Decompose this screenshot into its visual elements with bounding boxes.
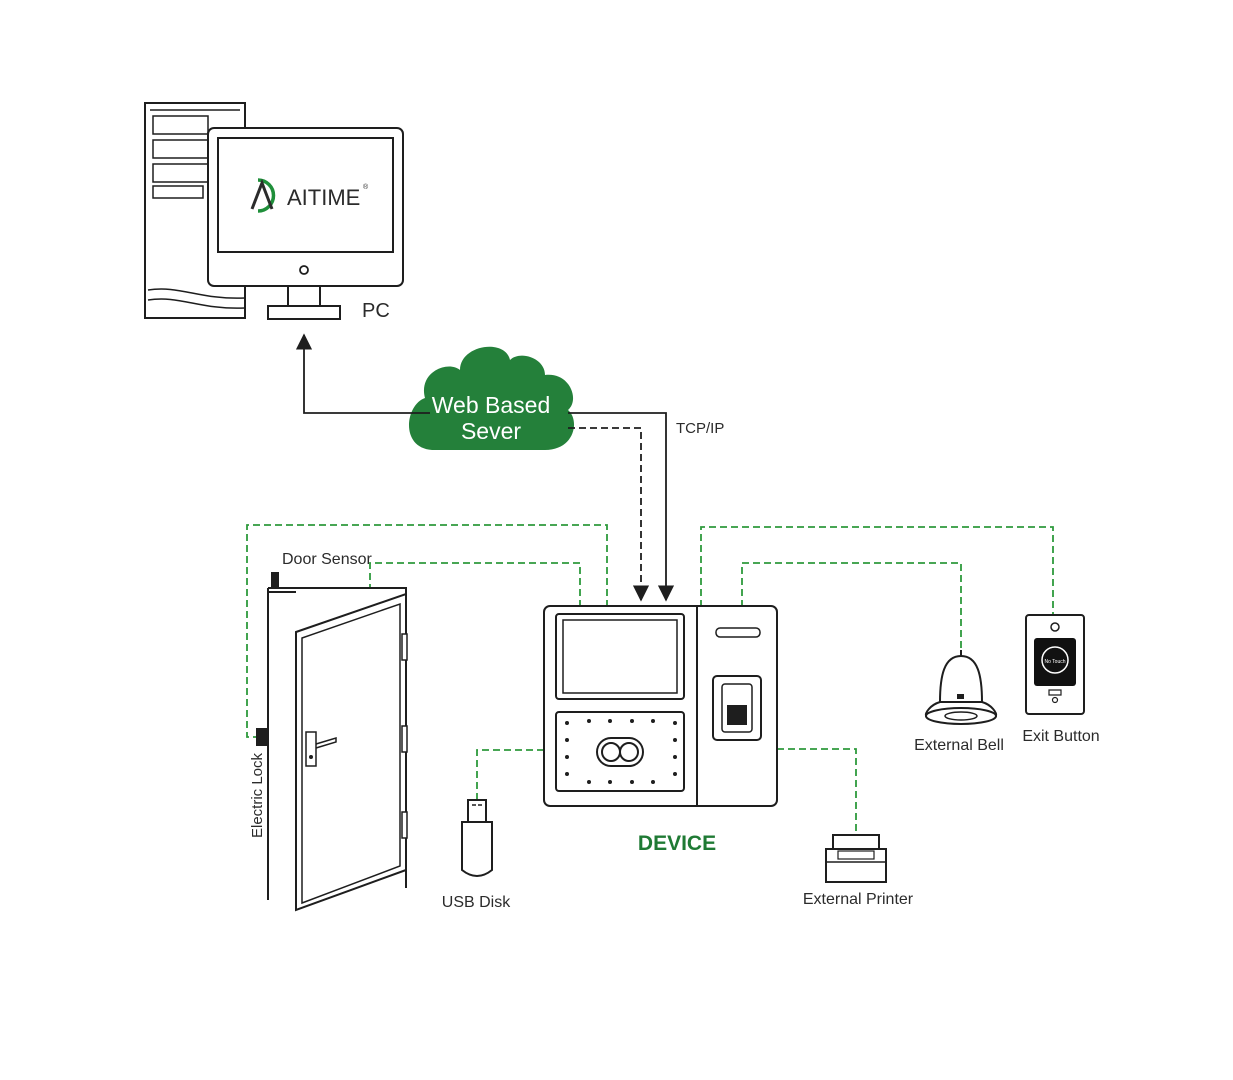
electric-lock-icon — [256, 728, 268, 746]
external-bell-label: External Bell — [914, 737, 1004, 754]
usb-disk-icon — [461, 799, 493, 877]
exit-button-label: Exit Button — [1022, 728, 1099, 745]
cloud-to-device-dashed-link — [568, 427, 650, 602]
brand-name: AITIME — [287, 185, 360, 210]
printer-icon — [825, 834, 887, 883]
tcpip-label: TCP/IP — [676, 420, 724, 437]
door-icon — [267, 587, 408, 912]
exit-button-face-label: No Touch — [1044, 659, 1065, 665]
device-terminal-icon — [543, 605, 778, 807]
cloud-label-line2: Sever — [461, 418, 521, 444]
door-sensor-label: Door Sensor — [282, 551, 372, 568]
usb-disk-label: USB Disk — [442, 894, 511, 911]
door-sensor-wire — [369, 562, 581, 607]
cloud-to-pc-link — [295, 333, 430, 414]
exit-button-icon: No Touch — [1025, 614, 1085, 715]
trademark-mark: ® — [363, 183, 369, 191]
electric-lock-label: Electric Lock — [249, 752, 266, 838]
door-sensor-icon — [271, 572, 279, 588]
bell-wire — [741, 562, 962, 650]
exit-button-wire — [700, 526, 1054, 615]
bell-icon — [924, 650, 998, 725]
external-printer-label: External Printer — [803, 891, 914, 908]
printer-wire — [777, 748, 857, 835]
electric-lock-wire — [246, 524, 608, 738]
cloud-icon — [408, 346, 575, 450]
monitor-icon — [207, 127, 404, 320]
device-label: DEVICE — [638, 832, 716, 855]
pc-label: PC — [362, 300, 390, 322]
usb-wire — [476, 749, 544, 800]
aitime-logo: AITIME ® — [250, 178, 369, 213]
tcpip-link — [568, 412, 675, 602]
cloud-label-line1: Web Based — [432, 392, 550, 418]
